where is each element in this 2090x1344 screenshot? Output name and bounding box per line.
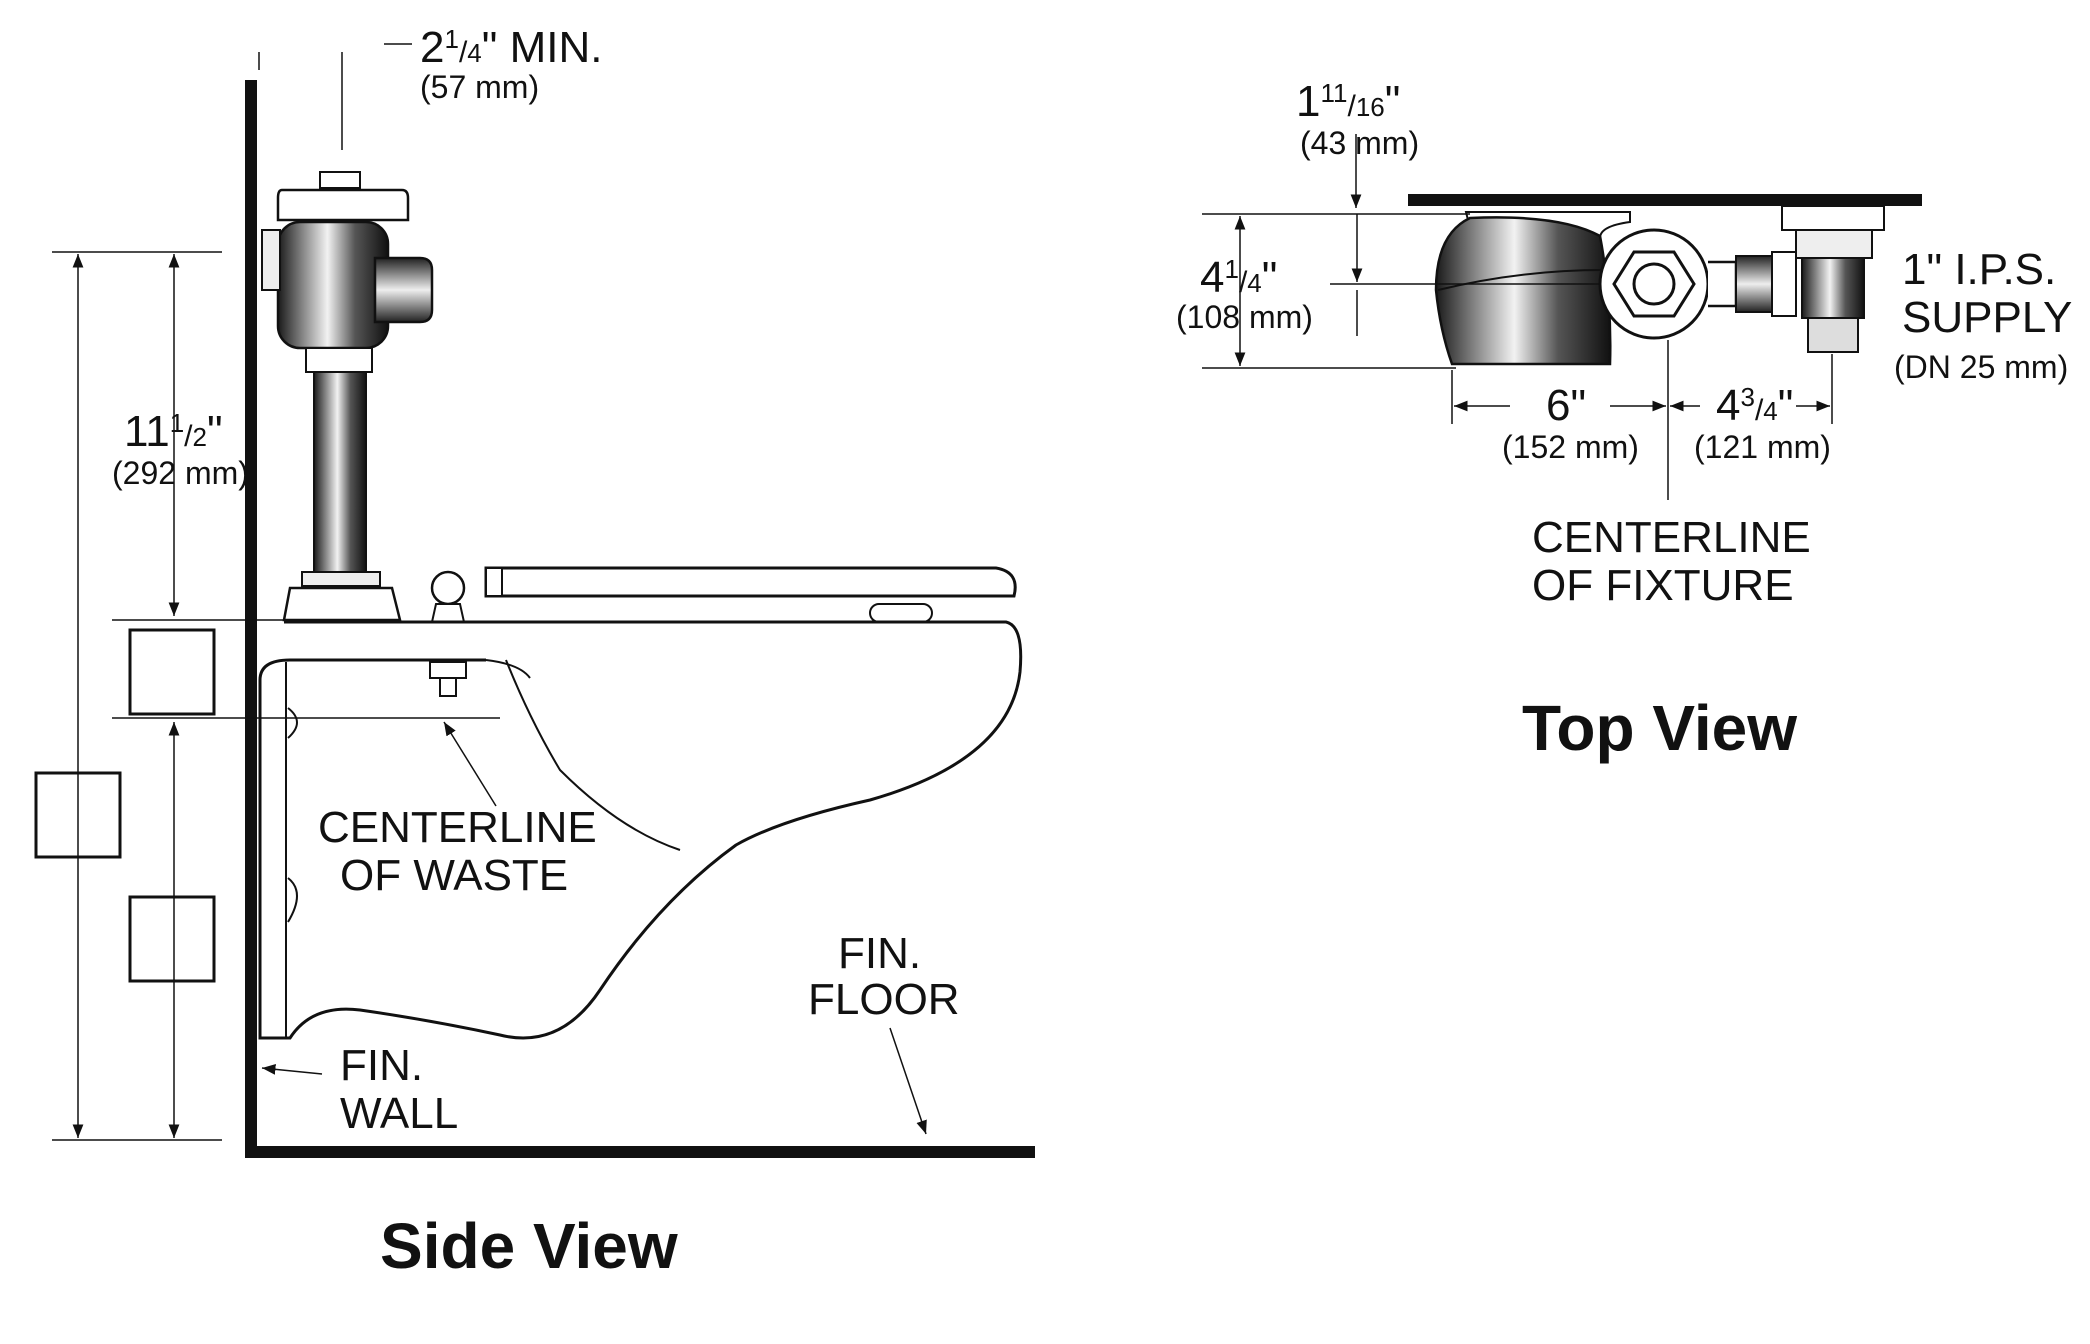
fin-floor-line2: FLOOR	[808, 975, 960, 1024]
side-dim-height-label: 111/2"	[124, 407, 223, 456]
toilet-seat-icon	[430, 566, 1017, 623]
top-dim-434-mm: (121 mm)	[1694, 429, 1831, 465]
wall-blocking-upper	[128, 628, 216, 716]
supply-line2: SUPPLY	[1902, 293, 2072, 342]
centerline-waste-line1: CENTERLINE	[318, 803, 597, 852]
top-flush-valve-icon	[1434, 205, 1885, 366]
top-dim-top-mm: (43 mm)	[1300, 125, 1419, 161]
top-dim-top-label: 111/16"	[1296, 77, 1400, 126]
flush-valve-icon	[261, 171, 434, 622]
side-dim-top-mm: (57 mm)	[420, 69, 539, 105]
top-view-title: Top View	[1522, 692, 1797, 764]
side-dim-height-mm: (292 mm)	[112, 455, 249, 491]
side-view: 21/4" MIN. (57 mm) 111/2" (292 mm) CENTE…	[34, 23, 1035, 1282]
fin-wall-line1: FIN.	[340, 1041, 423, 1090]
fin-floor-line1: FIN.	[838, 929, 921, 978]
wall-blocking-lower	[128, 895, 216, 983]
centerline-fixture-line1: CENTERLINE	[1532, 513, 1811, 562]
top-dimension-lines	[1202, 134, 1833, 500]
side-dimension-lines	[52, 43, 927, 1141]
top-dim-434-label: 43/4"	[1716, 381, 1793, 430]
top-dim-6-label: 6"	[1546, 381, 1586, 430]
side-dim-top-label: 21/4" MIN.	[420, 23, 603, 72]
top-dim-left-mm: (108 mm)	[1176, 299, 1313, 335]
supply-line3: (DN 25 mm)	[1894, 349, 2068, 385]
supply-line1: 1" I.P.S.	[1902, 245, 2056, 294]
centerline-waste-line2: OF WASTE	[340, 851, 568, 900]
top-dim-left-label: 41/4"	[1200, 253, 1277, 302]
side-view-title: Side View	[380, 1210, 678, 1282]
top-view: 111/16" (43 mm) 41/4" (108 mm) 6" (152 m…	[1176, 77, 2072, 764]
centerline-fixture-line2: OF FIXTURE	[1532, 561, 1794, 610]
fin-wall-line2: WALL	[340, 1089, 458, 1138]
top-dim-6-mm: (152 mm)	[1502, 429, 1639, 465]
